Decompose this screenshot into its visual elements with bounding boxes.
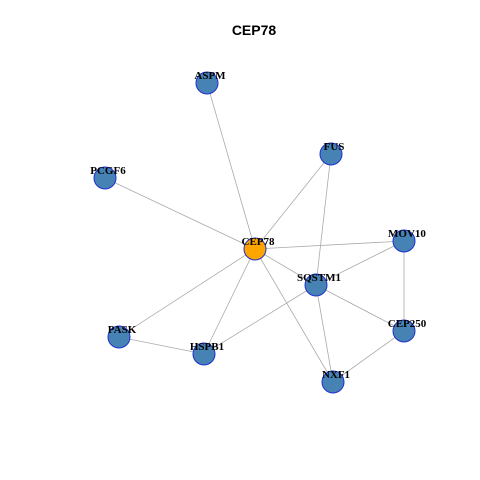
node-label-nxf1: NXF1 [322,369,350,381]
node-fus: FUS [319,141,345,166]
edge-cep250-nxf1 [332,330,405,383]
node-pask: PASK [107,324,137,349]
edge-cep78-hspb1 [203,248,256,355]
edge-cep78-fus [254,153,332,250]
node-sqstm1: SQSTM1 [297,272,341,297]
edge-cep78-pask [118,248,256,338]
node-label-sqstm1: SQSTM1 [297,272,341,284]
node-cep78: CEP78 [242,236,276,261]
node-circle-cep250 [392,319,416,343]
edge-cep78-mov10 [254,240,405,250]
node-pcgf6: PCGF6 [90,165,126,190]
node-hspb1: HSPB1 [190,341,224,366]
edge-pask-hspb1 [118,336,205,355]
node-label-pcgf6: PCGF6 [90,165,126,177]
node-circle-cep78 [243,237,267,261]
node-label-mov10: MOV10 [388,228,426,240]
node-circle-sqstm1 [304,273,328,297]
node-circle-mov10 [392,229,416,253]
node-label-fus: FUS [324,141,345,153]
node-label-pask: PASK [108,324,137,336]
node-circle-aspm [195,71,219,95]
node-label-cep78: CEP78 [242,236,276,248]
edge-cep78-aspm [206,82,256,250]
node-label-aspm: ASPM [194,70,226,82]
edge-cep78-sqstm1 [254,248,317,286]
edge-sqstm1-nxf1 [315,284,334,383]
node-aspm: ASPM [194,70,226,95]
edge-sqstm1-mov10 [315,240,405,286]
node-cep250: CEP250 [388,318,427,343]
edge-cep78-pcgf6 [104,177,256,250]
edge-fus-sqstm1 [315,153,332,286]
node-circle-pcgf6 [93,166,117,190]
node-circle-pask [107,325,131,349]
node-nxf1: NXF1 [321,369,350,394]
node-circle-hspb1 [192,342,216,366]
edge-sqstm1-cep250 [315,284,405,332]
node-label-cep250: CEP250 [388,318,427,330]
edge-sqstm1-hspb1 [203,284,317,355]
node-circle-fus [319,142,343,166]
node-mov10: MOV10 [388,228,426,253]
diagram-title: CEP78 [232,22,277,38]
node-circle-nxf1 [321,370,345,394]
edge-layer [104,82,405,383]
node-label-hspb1: HSPB1 [190,341,224,353]
edge-cep78-nxf1 [254,248,334,383]
